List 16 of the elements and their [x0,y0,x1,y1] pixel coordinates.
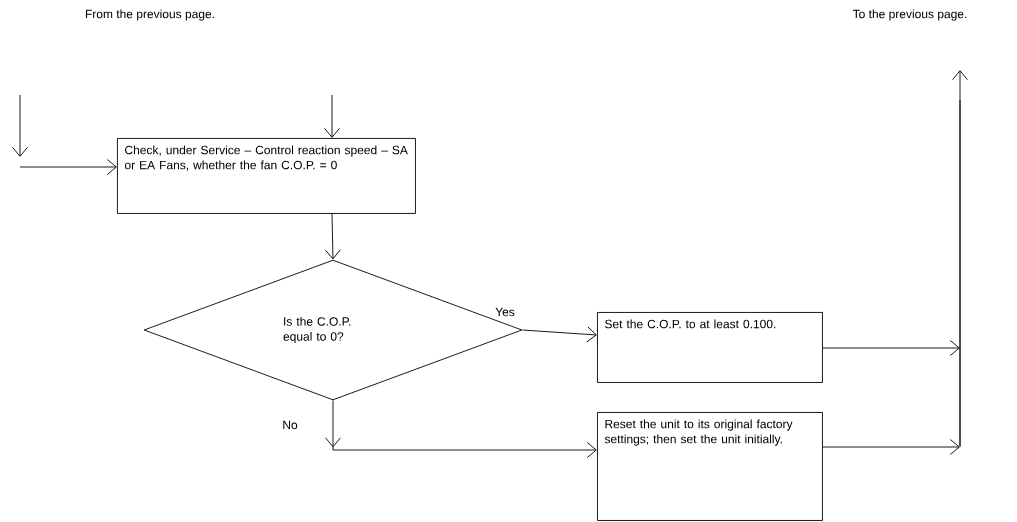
edge-label: Yes [493,305,517,319]
vertical-line [959,99,961,447]
note-text: To the previous page. [852,9,967,21]
arrow [19,159,117,175]
arrow [325,400,597,458]
process-box: Check, under Service – Control reaction speed – SA or EA Fans, whether the fan C.O.P. = 0 [117,138,416,214]
edge-label: No [280,418,300,432]
arrow [822,439,960,455]
arrow [522,326,597,343]
process-box: Reset the unit to its original factory settings; then set the unit initially. [597,412,823,521]
process-box: Set the C.O.P. to at least 0.100. [597,312,823,383]
arrow [324,94,340,138]
arrow [952,70,968,100]
arrow [822,340,960,356]
note-text: From the previous page. [85,9,214,21]
arrow [324,213,341,260]
